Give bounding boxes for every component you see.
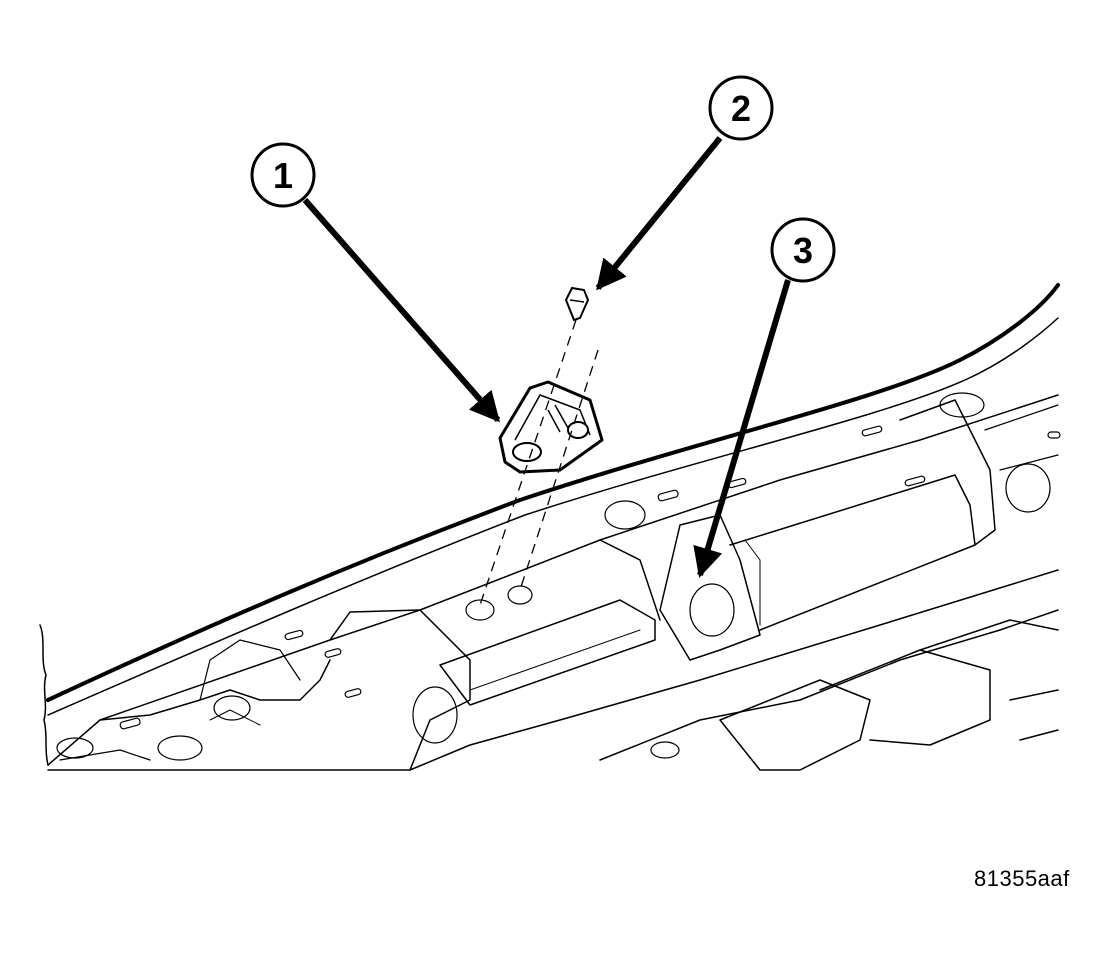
callout-number-2: 2 [731, 88, 751, 129]
leader-arrow-2 [595, 136, 723, 291]
leader-arrow-1 [302, 198, 501, 423]
figure-id: 81355aaf [974, 866, 1070, 891]
roof-panel [39, 283, 1061, 771]
leader-arrows [302, 136, 791, 578]
callout-number-1: 1 [273, 155, 293, 196]
bolt [564, 286, 590, 322]
callout-1: 1 [250, 142, 316, 208]
latch-bracket [498, 380, 604, 474]
callout-3: 3 [770, 217, 836, 283]
callout-2: 2 [708, 75, 774, 141]
callout-number-3: 3 [793, 230, 813, 271]
leader-arrow-3 [693, 279, 791, 578]
alignment-lines [479, 319, 599, 606]
